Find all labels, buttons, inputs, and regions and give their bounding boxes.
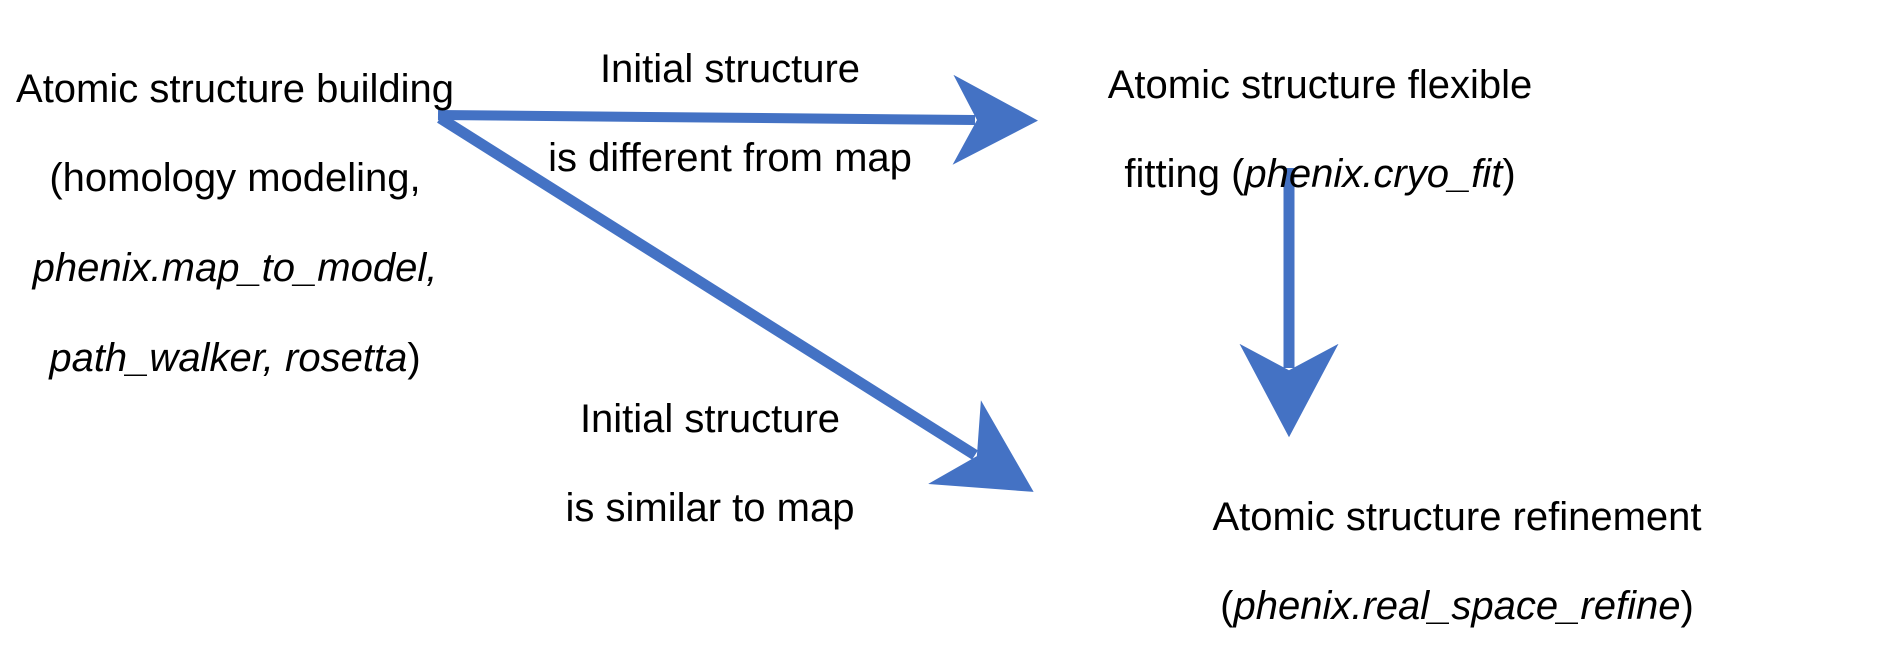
node-atomic-structure-refinement: Atomic structure refinement (phenix.real…	[1030, 450, 1884, 662]
node-refinement-prefix: (	[1220, 584, 1234, 629]
edge-label-different-from-map: Initial structure is different from map	[520, 2, 940, 226]
node-flexible-fitting-line-2: fitting (phenix.cryo_fit)	[1070, 152, 1570, 197]
edge-label-different-line-2: is different from map	[548, 136, 912, 181]
node-atomic-structure-building: Atomic structure building (homology mode…	[0, 22, 470, 425]
node-flexible-fitting-program: phenix.cryo_fit	[1244, 152, 1503, 197]
edge-label-different-line-1: Initial structure	[599, 46, 861, 91]
node-building-line-3: phenix.map_to_model,	[32, 245, 438, 290]
node-refinement-line-1: Atomic structure refinement	[1212, 494, 1702, 539]
node-building-line-4-tail: )	[407, 335, 421, 380]
edge-label-similar-line-1: Initial structure	[579, 396, 841, 441]
node-refinement-program: phenix.real_space_refine	[1233, 584, 1681, 629]
node-flexible-fitting-line-1: Atomic structure flexible	[1107, 62, 1533, 107]
node-flexible-fitting-suffix: )	[1502, 152, 1516, 197]
node-refinement-suffix: )	[1680, 584, 1694, 629]
node-atomic-structure-flexible-fitting: Atomic structure flexible fitting (pheni…	[1070, 18, 1570, 242]
node-refinement-line-2: (phenix.real_space_refine)	[1030, 584, 1884, 629]
node-building-line-1: Atomic structure building	[16, 66, 454, 111]
node-building-line-2: (homology modeling,	[49, 156, 421, 201]
edge-label-similar-line-2: is similar to map	[565, 486, 855, 531]
node-building-line-4-italic: path_walker, rosetta	[49, 335, 408, 380]
node-flexible-fitting-prefix: fitting (	[1124, 152, 1245, 197]
edge-label-similar-to-map: Initial structure is similar to map	[500, 352, 920, 576]
node-building-line-4: path_walker, rosetta)	[0, 336, 470, 381]
